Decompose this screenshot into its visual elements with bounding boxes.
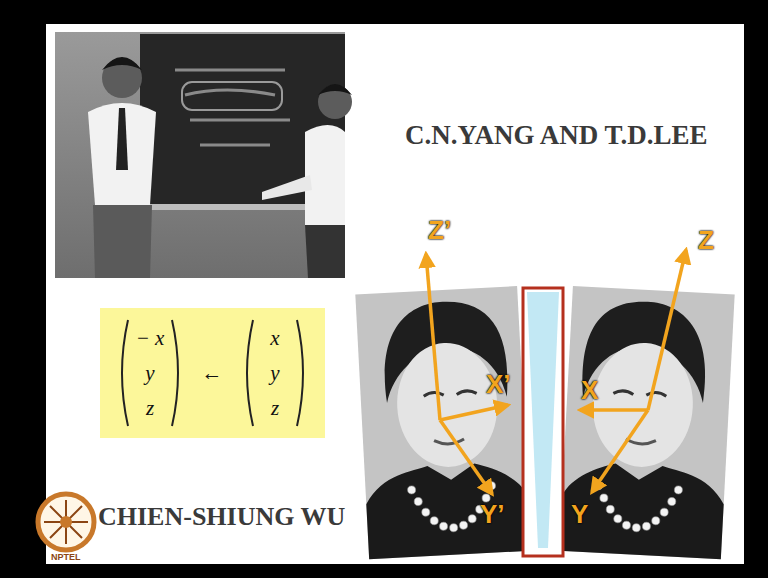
logo-text: NPTEL <box>51 552 81 562</box>
axis-arrow <box>440 405 508 420</box>
mapping-arrow: ← <box>190 361 234 385</box>
vector-entry: x <box>253 326 297 350</box>
logo-spokes <box>44 500 88 544</box>
axis-arrow <box>648 250 686 410</box>
axis-arrow <box>592 410 648 492</box>
axis-label: Z’ <box>428 216 451 246</box>
mirror <box>523 288 563 556</box>
axis-label: Y <box>571 500 588 530</box>
mirror-portrait <box>559 286 735 559</box>
mirror-glass <box>527 292 559 548</box>
axis-label: X <box>581 376 598 406</box>
trousers <box>93 205 152 278</box>
hair <box>318 84 352 95</box>
head <box>102 58 142 98</box>
slide-ground <box>46 24 744 564</box>
axis-label: Y’ <box>480 500 505 530</box>
parenthesis <box>172 320 178 426</box>
parenthesis <box>247 320 253 426</box>
tie <box>116 108 128 170</box>
logo-hub <box>60 516 72 528</box>
axes <box>426 250 686 494</box>
parenthesis <box>122 320 128 426</box>
axis-arrow <box>440 420 492 494</box>
axis-label: Z <box>698 226 714 256</box>
chalk-writing <box>182 82 282 110</box>
logo <box>38 494 94 550</box>
chalk-writing <box>175 70 290 145</box>
matrix-box: − xyz←xyz <box>100 308 325 438</box>
portrait-caption: CHIEN-SHIUNG WU <box>98 502 345 532</box>
vector-entry: y <box>253 361 297 385</box>
arm <box>262 175 312 200</box>
vector-entry: y <box>128 361 172 385</box>
mirror-frame <box>523 288 563 556</box>
axis-arrow <box>580 408 648 412</box>
axis-arrow <box>426 254 440 420</box>
logo-ring <box>38 494 94 550</box>
photo-ground <box>55 32 345 278</box>
yang-lee-photo <box>55 32 352 278</box>
portrait <box>355 286 531 559</box>
vector-entry: z <box>253 396 297 420</box>
parenthesis <box>297 320 303 426</box>
shirt <box>88 103 156 205</box>
trousers <box>305 225 345 278</box>
photo-caption: C.N.YANG AND T.D.LEE <box>405 120 708 151</box>
axis-label: X’ <box>486 370 511 400</box>
vector-entry: z <box>128 396 172 420</box>
hair <box>102 57 142 70</box>
head <box>318 85 352 119</box>
shirt <box>305 125 345 225</box>
vector-entry: − x <box>128 326 172 350</box>
